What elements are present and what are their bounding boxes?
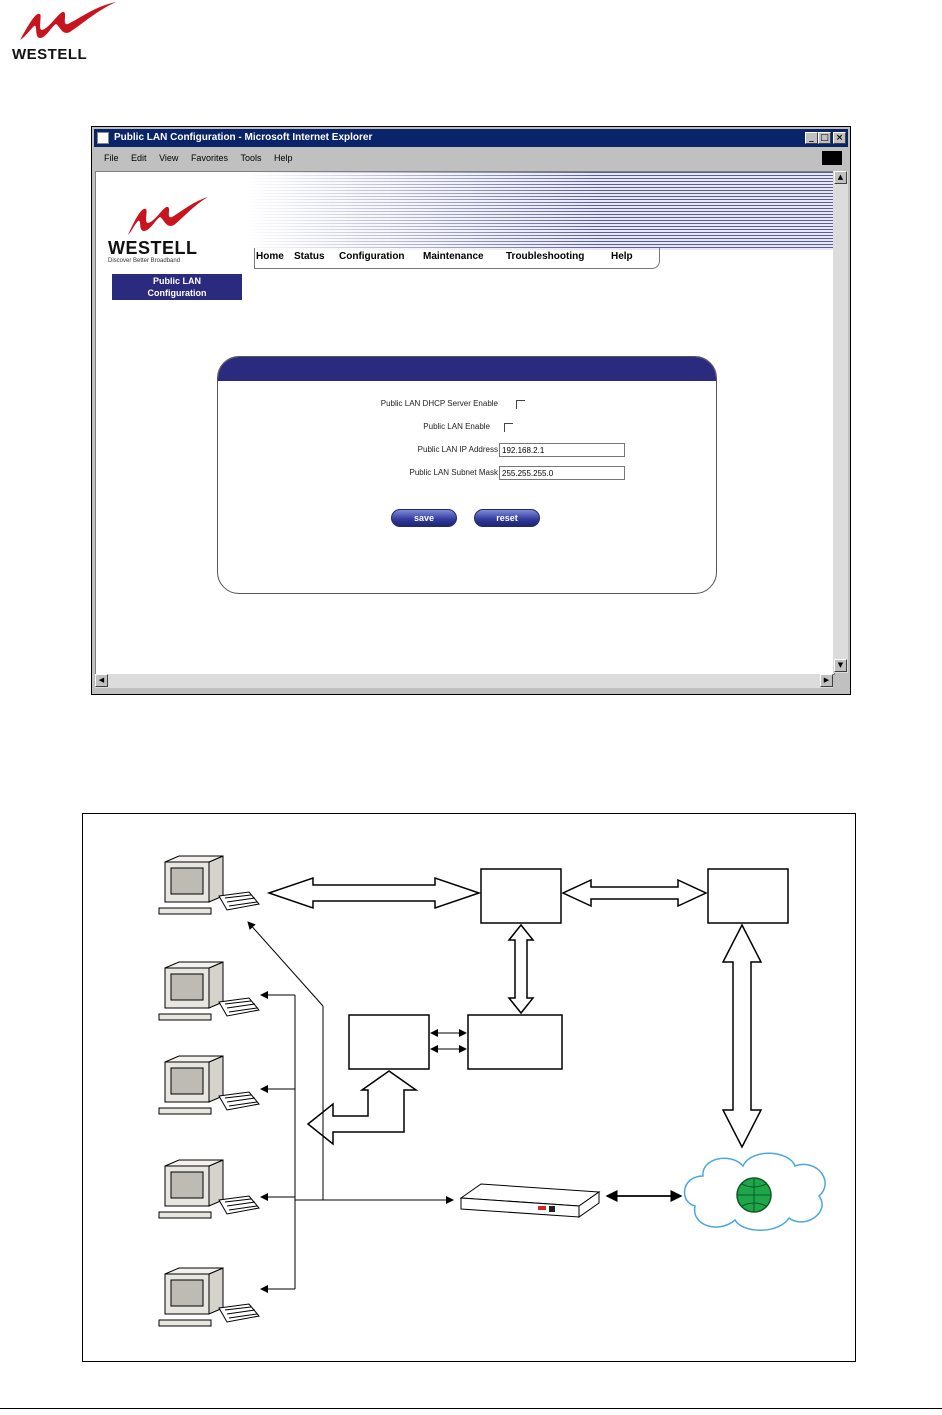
westell-swoosh-icon [128,197,208,235]
scroll-down-arrow-icon[interactable]: ▼ [834,659,847,672]
nav-configuration[interactable]: Configuration [339,251,405,262]
westell-page-logo: WESTELL [12,0,122,64]
network-diagram-drawing [158,855,826,1327]
box-middle-left [348,1014,430,1070]
horizontal-scrollbar[interactable]: ◀ ▶ [95,674,833,688]
scroll-left-arrow-icon[interactable]: ◀ [95,674,108,687]
minimize-button[interactable]: _ [805,132,818,144]
main-nav: Home Status Configuration Maintenance Tr… [254,248,660,269]
browser-window: Public LAN Configuration - Microsoft Int… [91,126,851,695]
maximize-button[interactable]: □ [818,132,831,144]
page-label-line1: Public LAN [152,276,201,286]
nav-status[interactable]: Status [294,251,325,262]
nav-maintenance[interactable]: Maintenance [423,251,484,262]
close-button[interactable]: × [833,132,846,144]
scroll-up-arrow-icon[interactable]: ▲ [834,171,847,184]
lan-enable-checkbox[interactable] [504,423,513,432]
subnet-mask-input[interactable]: 255.255.255.0 [499,466,625,480]
dhcp-enable-checkbox[interactable] [516,400,525,409]
windows-logo-icon [822,151,842,165]
window-titlebar: Public LAN Configuration - Microsoft Int… [94,129,848,147]
scroll-right-arrow-icon[interactable]: ▶ [820,674,833,687]
reset-button[interactable]: reset [474,509,540,527]
page-bottom-rule [0,1408,942,1409]
menu-tools[interactable]: Tools [240,153,262,163]
westell-site-logo[interactable]: WESTELL Discover Better Broadband [108,190,238,270]
config-panel: Public LAN DHCP Server Enable Public LAN… [217,356,717,594]
box-top-middle [480,868,562,924]
ip-address-input[interactable]: 192.168.2.1 [499,443,625,457]
menu-view[interactable]: View [159,153,179,163]
network-diagram [82,813,856,1362]
menu-help[interactable]: Help [274,153,293,163]
nav-troubleshooting[interactable]: Troubleshooting [506,251,585,262]
ip-address-label: Public LAN IP Address [417,445,498,454]
page-label-line2: Configuration [147,288,207,298]
computer-3-icon [158,1055,260,1115]
vertical-scrollbar[interactable]: ▲ ▼ [833,171,848,673]
site-logo-text: WESTELL [108,238,198,258]
menu-favorites[interactable]: Favorites [190,153,228,163]
save-button[interactable]: save [391,509,457,527]
router-device-icon [459,1183,601,1218]
lan-enable-label: Public LAN Enable [423,422,490,431]
menu-file[interactable]: File [104,153,119,163]
box-middle-right [467,1014,563,1070]
westell-swoosh-icon [20,2,116,40]
page-logo-text: WESTELL [12,46,88,63]
box-top-right [707,868,789,924]
computer-5-icon [158,1267,260,1327]
computer-4-icon [158,1159,260,1219]
menu-bar: File Edit View Favorites Tools Help [94,149,848,167]
subnet-mask-label: Public LAN Subnet Mask [409,468,499,477]
panel-header [218,357,716,381]
web-content: WESTELL Discover Better Broadband Home S… [95,171,835,675]
ie-page-icon [97,132,109,144]
nav-home[interactable]: Home [256,251,284,262]
menu-edit[interactable]: Edit [131,153,147,163]
page-section-label: Public LAN Configuration [112,274,242,300]
computer-2-icon [158,961,260,1021]
site-logo-tagline: Discover Better Broadband [108,258,181,264]
nav-help[interactable]: Help [611,251,633,262]
window-title: Public LAN Configuration - Microsoft Int… [114,132,373,143]
computer-1-icon [158,855,260,915]
dhcp-enable-label: Public LAN DHCP Server Enable [380,399,498,408]
header-banner [246,172,834,250]
